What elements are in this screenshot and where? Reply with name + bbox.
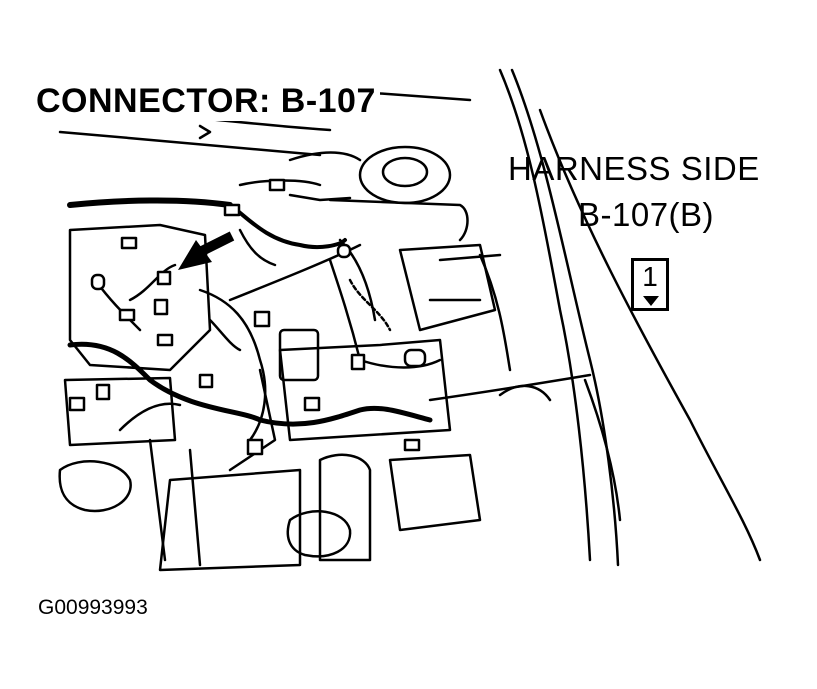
fender-outline (498, 68, 762, 567)
wiring-harness (67, 228, 442, 442)
strut-tower (288, 145, 469, 242)
upper-harness (67, 179, 352, 250)
engine-components (58, 223, 497, 572)
pointer-arrow (178, 231, 235, 270)
figure-code: G00993993 (38, 596, 148, 619)
connector-pin-box: 1 (631, 258, 669, 311)
pin-triangle-icon (643, 296, 659, 306)
pin-number: 1 (642, 261, 658, 292)
connector-title: CONNECTOR: B-107 (36, 82, 380, 121)
harness-side-label: HARNESS SIDE (508, 150, 760, 187)
small-connectors (68, 178, 427, 456)
harness-connector-id: B-107(B) (578, 196, 715, 233)
right-lines (148, 253, 592, 567)
